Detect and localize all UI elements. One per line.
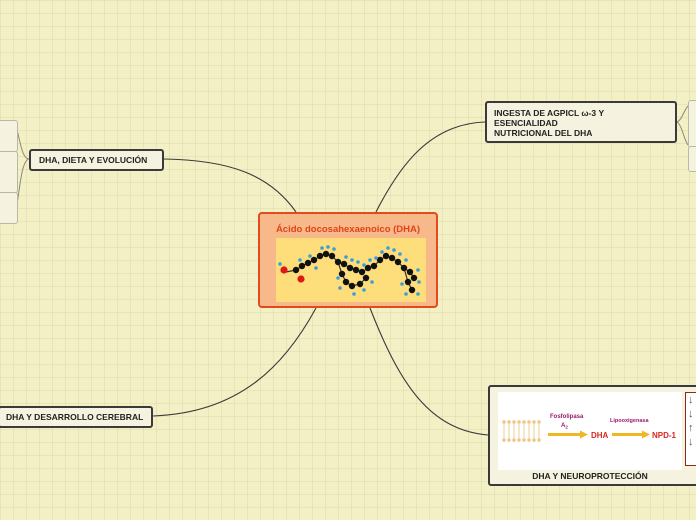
topic-ingesta-line-3: NUTRICIONAL DEL DHA — [494, 127, 593, 138]
connector-dieta-children — [16, 129, 30, 206]
phospholipid-pathway-image: Fosfolipasa A2 DHA Lipooxigenasa NPD-1 — [498, 392, 682, 470]
enzyme-lipoxygenase-label: Lipooxigenasa — [610, 418, 649, 424]
dieta-subtopic-2[interactable] — [0, 151, 18, 193]
ingesta-subtopic-1[interactable] — [688, 100, 696, 148]
neuro-side-effects: ↓ ↓ ↑ ↓ — [685, 392, 696, 466]
connector-neuro — [369, 307, 489, 436]
enzyme-phospholipase-label: Fosfolipasa — [550, 414, 584, 420]
central-topic[interactable]: Ácido docosahexaenoico (DHA) — [258, 212, 438, 308]
connector-ingesta — [375, 121, 486, 213]
central-topic-title: Ácido docosahexaenoico (DHA) — [275, 224, 421, 235]
connector-desarrollo — [152, 307, 317, 417]
connector-ingesta-children — [676, 105, 689, 146]
ingesta-subtopic-2[interactable] — [688, 146, 696, 172]
topic-dieta[interactable]: DHA, DIETA Y EVOLUCIÓN — [29, 149, 164, 171]
molecule-hydrogen-atoms — [278, 245, 421, 296]
topic-ingesta[interactable]: INGESTA DE AGPICL ω-3 Y ESENCIALIDAD NUT… — [485, 101, 677, 143]
side-arrow-down-icon: ↓ — [688, 436, 694, 448]
connector-dieta — [163, 158, 297, 213]
topic-ingesta-line-2: ESENCIALIDAD — [494, 117, 558, 128]
side-arrow-up-icon: ↑ — [688, 422, 694, 434]
molecule-carbon-atoms — [292, 250, 418, 294]
dha-molecule-image — [276, 238, 426, 302]
topic-desarrollo[interactable]: DHA Y DESARROLLO CEREBRAL — [0, 406, 153, 428]
topic-dieta-label: DHA, DIETA Y EVOLUCIÓN — [39, 155, 148, 165]
dieta-subtopic-3[interactable] — [0, 192, 18, 224]
arrow-to-dha-icon — [548, 430, 588, 439]
arrow-to-npd1-icon — [612, 430, 650, 439]
svg-text:A2: A2 — [561, 423, 568, 430]
topic-ingesta-line-1: INGESTA DE AGPICL ω-3 Y — [494, 108, 605, 118]
enzyme-phospholipase-subscript: 2 — [565, 425, 568, 430]
side-arrow-down-icon: ↓ — [688, 408, 694, 420]
side-arrow-down-icon: ↓ — [688, 394, 694, 406]
dieta-subtopic-1[interactable]: • — [0, 120, 18, 152]
topic-desarrollo-label: DHA Y DESARROLLO CEREBRAL — [6, 412, 144, 422]
topic-neuro[interactable]: Fosfolipasa A2 DHA Lipooxigenasa NPD-1 ↓… — [488, 385, 696, 486]
product-dha-label: DHA — [591, 431, 609, 440]
topic-neuro-label: DHA Y NEUROPROTECCIÓN — [532, 471, 648, 481]
enzyme-phospholipase-letter: A — [561, 423, 566, 429]
product-npd1-label: NPD-1 — [652, 431, 677, 440]
molecule-oxygen-atoms — [280, 266, 305, 283]
